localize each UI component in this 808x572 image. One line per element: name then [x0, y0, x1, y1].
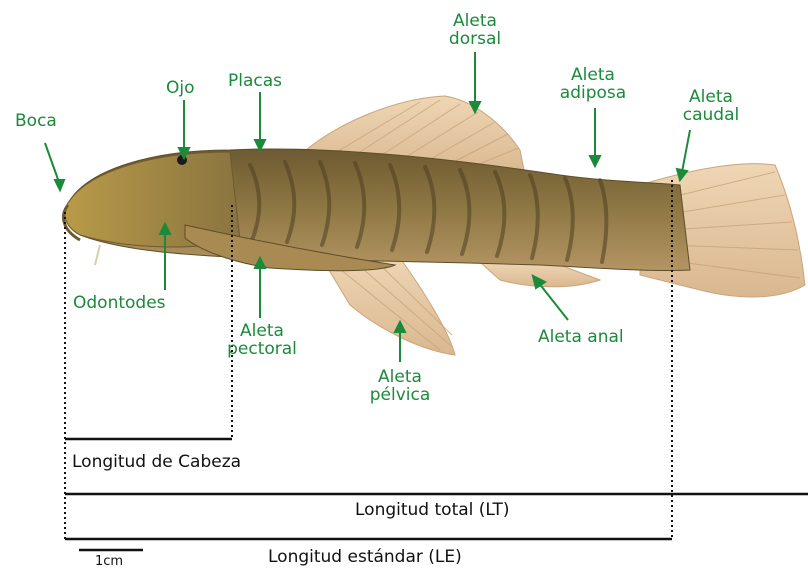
label-aleta-caudal-line2: caudal: [676, 106, 746, 124]
arrow-anal: [538, 282, 568, 320]
arrow-caudal: [682, 130, 690, 172]
label-aleta-anal: Aleta anal: [538, 328, 624, 346]
label-aleta-adiposa: Aleta adiposa: [553, 66, 633, 102]
arrow-boca: [45, 143, 60, 185]
label-aleta-dorsal-line2: dorsal: [440, 30, 510, 48]
label-aleta-pelvica: Aleta pélvica: [362, 368, 438, 404]
label-aleta-caudal-line1: Aleta: [676, 88, 746, 106]
label-aleta-pectoral: Aleta pectoral: [214, 322, 310, 358]
total-length-label: Longitud total (LT): [355, 500, 510, 520]
label-placas: Placas: [228, 72, 282, 90]
label-aleta-dorsal-line1: Aleta: [440, 12, 510, 30]
scale-label: 1cm: [95, 555, 123, 569]
standard-length-label: Longitud estándar (LE): [268, 547, 462, 567]
label-aleta-pectoral-line1: Aleta: [214, 322, 310, 340]
label-odontodes: Odontodes: [73, 294, 166, 312]
label-aleta-dorsal: Aleta dorsal: [440, 12, 510, 48]
label-boca: Boca: [15, 112, 57, 130]
label-aleta-pelvica-line1: Aleta: [362, 368, 438, 386]
label-aleta-caudal: Aleta caudal: [676, 88, 746, 124]
label-ojo: Ojo: [166, 79, 195, 97]
label-aleta-adiposa-line2: adiposa: [553, 84, 633, 102]
head-length-label: Longitud de Cabeza: [72, 452, 241, 472]
label-aleta-pectoral-line2: pectoral: [214, 340, 310, 358]
label-aleta-pelvica-line2: pélvica: [362, 386, 438, 404]
label-aleta-adiposa-line1: Aleta: [553, 66, 633, 84]
